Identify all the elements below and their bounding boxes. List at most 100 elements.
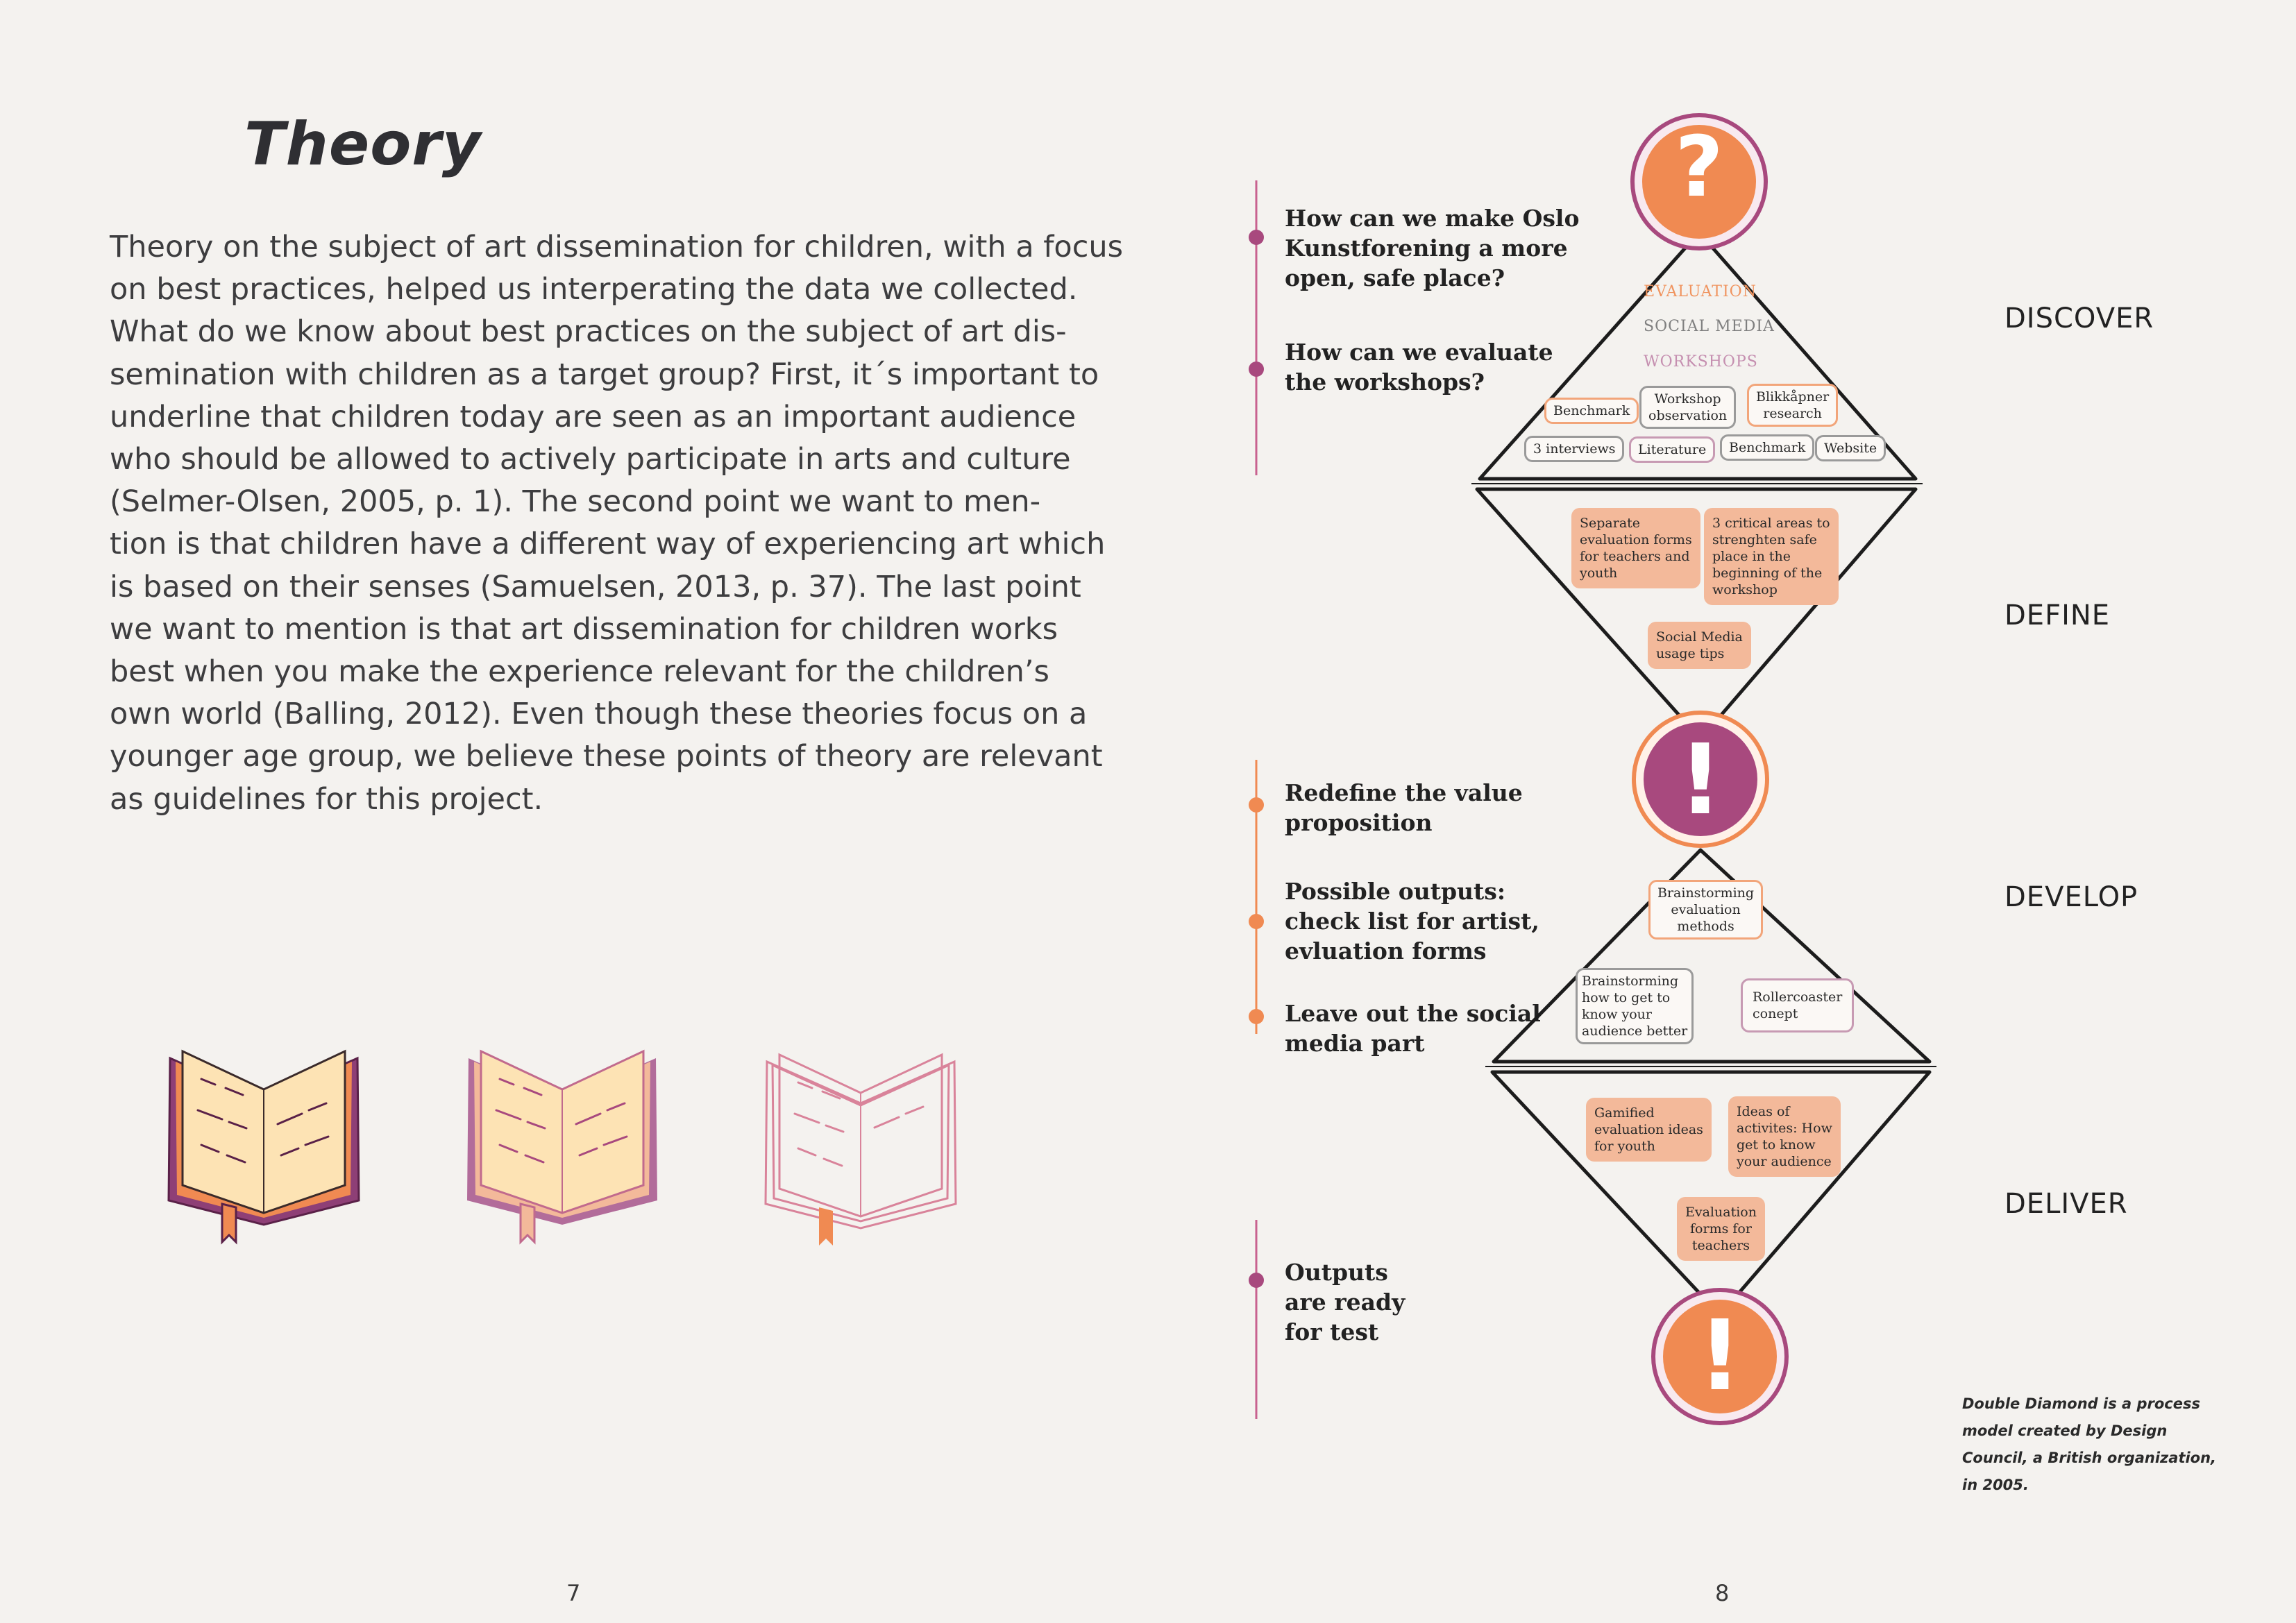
double-diamond-diagram [1471,113,1936,1425]
question-line: Leave out the social [1285,1000,1541,1027]
paragraph-line: who should be allowed to actively partic… [110,442,1071,477]
caption-line: Double Diamond is a process [1962,1395,2200,1412]
question-line: Outputs [1285,1259,1388,1286]
question-line: media part [1285,1030,1425,1057]
tag-line: strenghten safe [1712,532,1817,547]
paragraph-line: as guidelines for this project. [110,781,543,817]
book-icon-filled-purple [167,1049,360,1245]
page-number-left: 7 [566,1580,581,1606]
category-social-media: SOCIAL MEDIA [1644,318,1775,335]
tag-line: Social Media [1656,629,1743,645]
tag-line: your audience [1737,1154,1832,1169]
tag-line: Separate [1580,516,1641,531]
caption: Double Diamond is a process model create… [1962,1391,2216,1499]
paragraph-line: we want to mention is that art dissemina… [110,611,1058,647]
question-line: How can we evaluate [1285,339,1553,366]
book-icon-filled-peach [467,1049,657,1245]
tag-line: research [1763,406,1822,421]
tag-line: know your [1582,1007,1652,1022]
tag-line: for teachers and [1580,549,1690,564]
paragraph-line: is based on their senses (Samuelsen, 201… [110,569,1081,604]
question-line: Redefine the value [1285,779,1523,806]
question-mark-glyph: ? [1675,119,1723,216]
tag-line: activites: How [1737,1121,1832,1136]
exclamation-icon [1632,711,1769,848]
timeline-dot [1249,797,1264,813]
tag-line: Ideas of [1737,1104,1790,1119]
exclamation-icon [1651,1288,1789,1425]
tag-line: evaluation [1671,902,1741,917]
discover-tag: Workshop observation [1639,386,1737,429]
tag-line: evaluation forms [1580,532,1692,547]
tag-line: Literature [1638,442,1707,457]
tag-line: youth [1580,566,1618,581]
paragraph-line: younger age group, we believe these poin… [110,739,1103,774]
paragraph-line: semination with children as a target gro… [110,357,1099,392]
define-shape [1475,487,1918,741]
tag-line: methods [1677,919,1734,934]
phase-discover: DISCOVER [2004,303,2154,334]
tag-line: Blikkåpner [1756,389,1830,405]
category-evaluation: EVALUATION [1644,283,1757,300]
question-line: check list for artist, [1285,908,1539,935]
phase-deliver: DELIVER [2004,1188,2128,1220]
question-line: How can we make Oslo [1285,205,1580,232]
question-line: Possible outputs: [1285,878,1506,905]
deliver-tag: Ideas of activites: How get to know your… [1728,1096,1841,1177]
timeline-dot [1249,1009,1264,1024]
caption-line: model created by Design [1962,1422,2168,1439]
discover-tag: Website [1815,435,1886,461]
tag-line: for youth [1594,1139,1655,1154]
paragraph-line: tion is that children have a different w… [110,527,1106,562]
timeline-dot [1249,914,1264,929]
deliver-tag: Evaluation forms for teachers [1677,1197,1765,1261]
tag-line: workshop [1712,582,1778,597]
paragraph-line: What do we know about best practices on … [110,314,1067,350]
discover-tag: Benchmark [1720,434,1815,461]
question-line: open, safe place? [1285,264,1505,291]
page-number-right: 8 [1715,1580,1730,1606]
tag-line: 3 interviews [1533,441,1616,457]
tag-line: 3 critical areas to [1712,516,1830,531]
question-text: How can we evaluate the workshops? [1285,337,1553,397]
discover-tag: Literature [1629,436,1716,463]
tag-line: Benchmark [1553,403,1630,418]
develop-shape [1492,848,1932,1064]
discover-tag: Benchmark [1544,398,1639,424]
question-text: Possible outputs: check list for artist,… [1285,876,1539,966]
paragraph-line: Theory on the subject of art disseminati… [110,230,1124,264]
question-line: the workshops? [1285,368,1485,396]
define-tag: Separate evaluation forms for teachers a… [1571,508,1700,588]
caption-line: in 2005. [1962,1477,2029,1493]
question-line: Kunstforening a more [1285,235,1568,262]
page-title: Theory [244,110,482,179]
develop-tag: Rollercoaster conept [1741,978,1855,1033]
tag-line: Brainstorming [1582,974,1679,989]
tag-line: teachers [1691,1238,1750,1253]
tag-line: audience better [1582,1023,1688,1039]
category-workshops: WORKSHOPS [1644,353,1758,371]
paragraph-line: on best practices, helped us interperati… [110,272,1078,307]
tag-line: get to know [1737,1137,1816,1153]
discover-shape [1478,230,1918,481]
question-text: Redefine the value proposition [1285,778,1523,838]
define-tag: 3 critical areas to strenghten safe plac… [1704,508,1839,605]
tag-line: Gamified [1594,1105,1655,1121]
paragraph-line: underline that children today are seen a… [110,399,1077,434]
question-line: proposition [1285,809,1433,836]
question-text: How can we make Oslo Kunstforening a mor… [1285,203,1579,293]
question-line: for test [1285,1318,1379,1345]
exclamation-glyph: ! [1678,724,1723,837]
paragraph-line: best when you make the experience releva… [110,654,1049,690]
paragraph-line: own world (Balling, 2012). Even though t… [110,697,1088,732]
theory-paragraph: Theory on the subject of art disseminati… [110,226,1124,821]
caption-line: Council, a British organization, [1962,1450,2217,1466]
question-line: are ready [1285,1289,1406,1316]
timeline-dot [1249,362,1264,377]
tag-line: Brainstorming [1657,885,1755,901]
tag-line: Website [1824,441,1877,456]
tag-line: observation [1648,408,1728,423]
question-text: Outputs are ready for test [1285,1257,1405,1347]
define-tag: Social Media usage tips [1648,622,1751,669]
timeline [1249,180,1264,1419]
